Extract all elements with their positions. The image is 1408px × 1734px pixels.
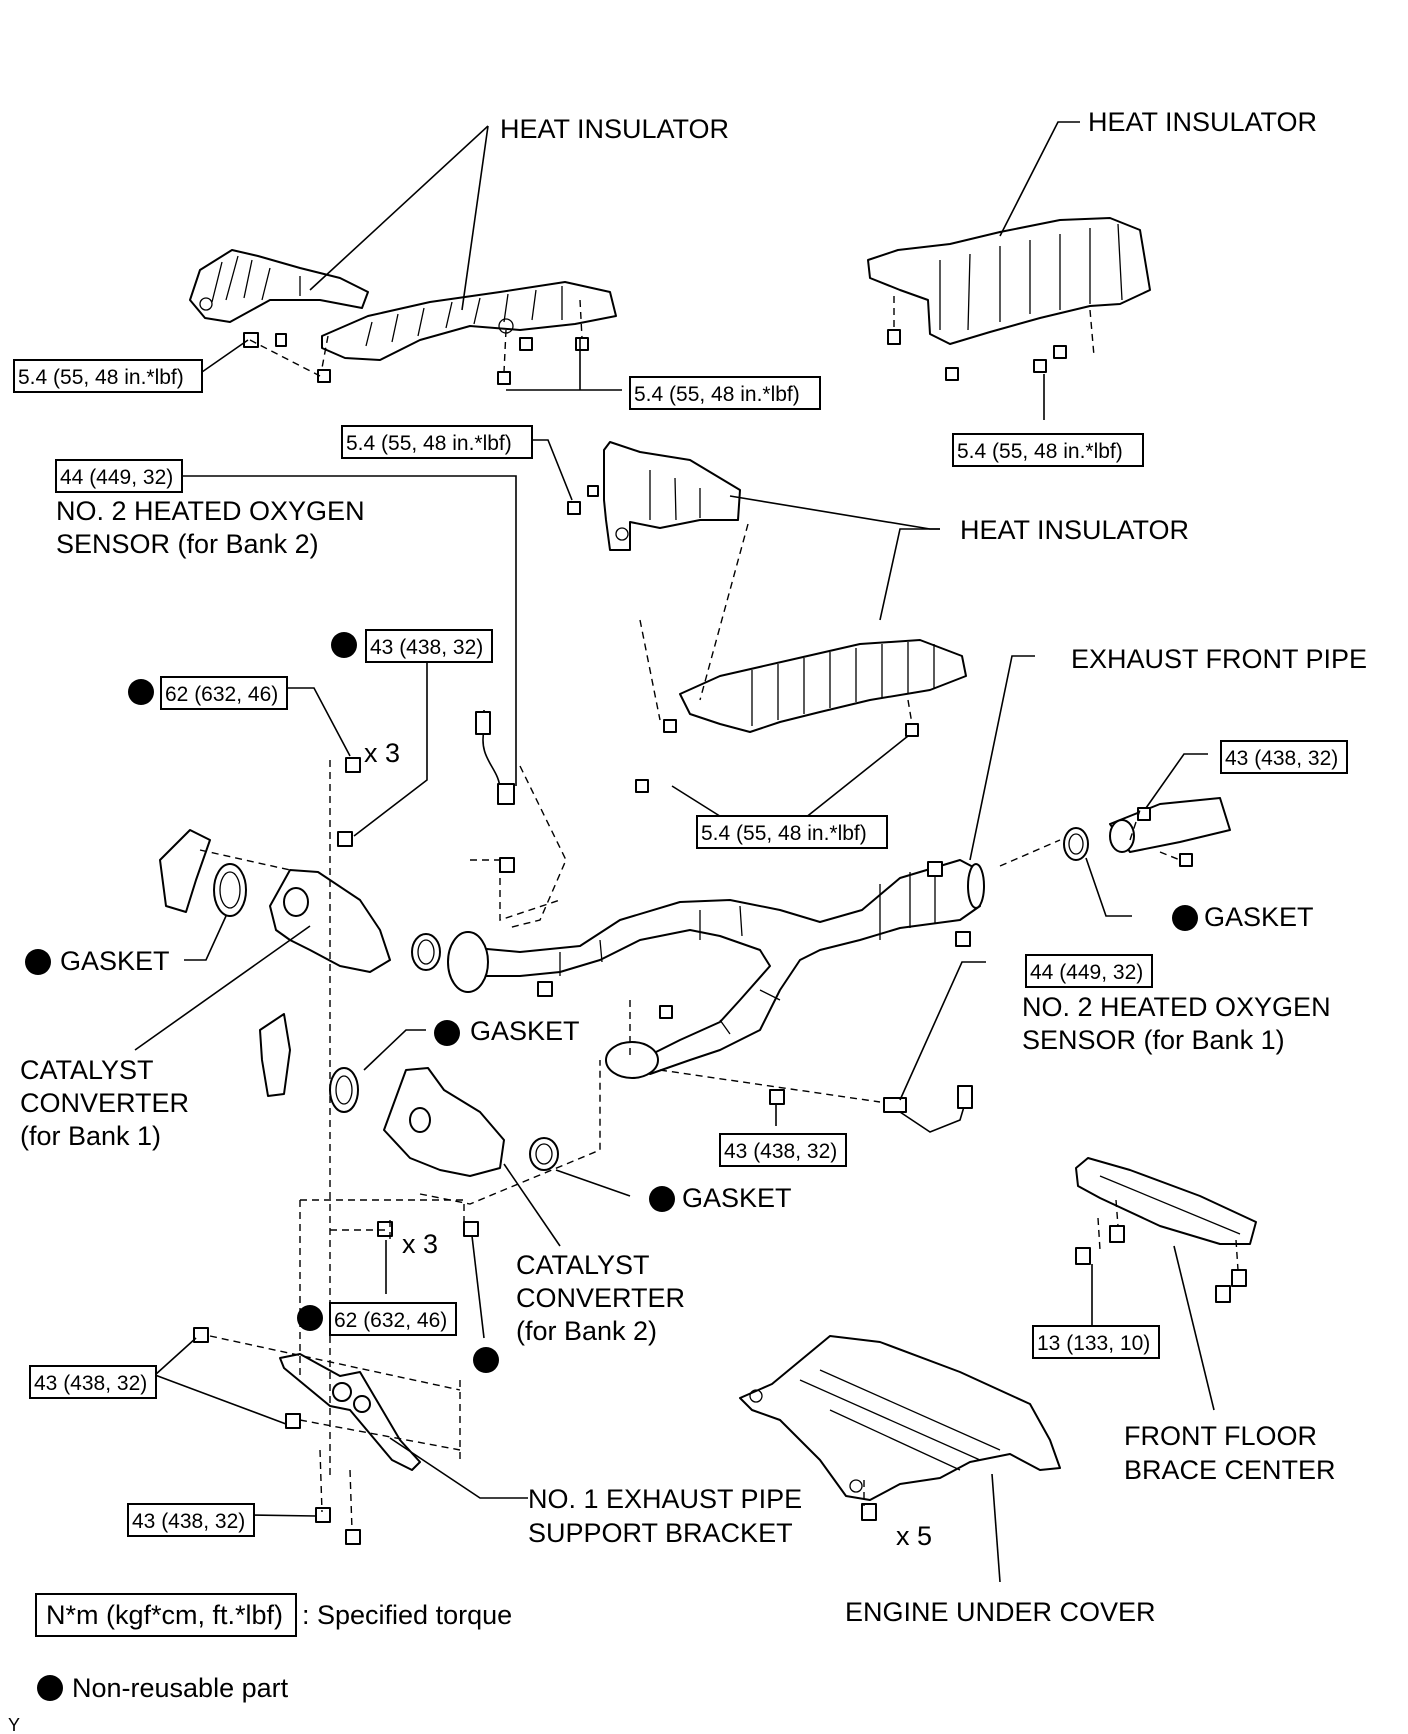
torque-t6: 44 (449, 32): [60, 466, 173, 489]
label-qty-x3-a: x 3: [364, 738, 400, 768]
torque-t10: 44 (449, 32): [1030, 961, 1143, 984]
label-catalyst-bank1-line1: CATALYST: [20, 1055, 154, 1085]
heat-insulator-long-drawing: [321, 281, 617, 361]
torque-t15: 43 (438, 32): [132, 1510, 245, 1533]
label-gasket-2: GASKET: [60, 946, 170, 976]
torque-t8: 62 (632, 46): [165, 683, 278, 706]
heat-insulator-small-left-drawing: [189, 249, 369, 323]
label-heat-insulator-3: HEAT INSULATOR: [960, 515, 1189, 545]
label-catalyst-bank2-line3: (for Bank 2): [516, 1316, 657, 1346]
label-catalyst-bank2-line2: CONVERTER: [516, 1283, 685, 1313]
nonreusable-markers: [25, 905, 1198, 1373]
torque-t1: 5.4 (55, 48 in.*lbf): [18, 366, 184, 389]
heat-insulator-top-right-drawing: [867, 217, 1151, 345]
legend-torque-desc: : Specified torque: [302, 1600, 512, 1630]
label-heat-insulator-1: HEAT INSULATOR: [500, 114, 729, 144]
torque-t13: 62 (632, 46): [334, 1309, 447, 1332]
exhaust-manifold-drawing: [159, 829, 291, 1097]
label-qty-x3-b: x 3: [402, 1229, 438, 1259]
bolts-and-nuts: [193, 329, 1247, 1545]
engine-under-cover-drawing: [739, 1335, 1061, 1501]
support-bracket-drawing: [279, 1353, 421, 1471]
torque-t3: 5.4 (55, 48 in.*lbf): [957, 440, 1123, 463]
label-o2-sensor-bank2-line1: NO. 2 HEATED OXYGEN: [56, 496, 365, 526]
label-qty-x5: x 5: [896, 1521, 932, 1551]
heat-insulator-middle-long-drawing: [679, 639, 967, 733]
label-front-floor-brace-line2: BRACE CENTER: [1124, 1455, 1336, 1485]
label-catalyst-bank1-line2: CONVERTER: [20, 1088, 189, 1118]
label-gasket-1: GASKET: [1204, 902, 1314, 932]
torque-t12: 13 (133, 10): [1037, 1332, 1150, 1355]
label-heat-insulator-2: HEAT INSULATOR: [1088, 107, 1317, 137]
label-o2-sensor-bank1-line2: SENSOR (for Bank 1): [1022, 1025, 1285, 1055]
label-support-bracket-line1: NO. 1 EXHAUST PIPE: [528, 1484, 802, 1514]
torque-t2: 5.4 (55, 48 in.*lbf): [634, 383, 800, 406]
part-labels: HEAT INSULATOR HEAT INSULATOR HEAT INSUL…: [8, 107, 1367, 1734]
oxygen-sensor-bank1-drawing: [883, 1085, 973, 1133]
label-support-bracket-line2: SUPPORT BRACKET: [528, 1518, 793, 1548]
legend-torque-unit: N*m (kgf*cm, ft.*lbf): [46, 1600, 283, 1630]
oxygen-sensor-bank2-drawing: [475, 710, 515, 805]
legend: N*m (kgf*cm, ft.*lbf) : Specified torque…: [35, 1593, 512, 1703]
label-exhaust-front-pipe: EXHAUST FRONT PIPE: [1071, 644, 1367, 674]
legend-nonreusable-desc: Non-reusable part: [72, 1673, 289, 1703]
torque-t4: 5.4 (55, 48 in.*lbf): [346, 432, 512, 455]
label-gasket-4: GASKET: [682, 1183, 792, 1213]
torque-specs: 5.4 (55, 48 in.*lbf) 5.4 (55, 48 in.*lbf…: [13, 359, 1348, 1537]
torque-t9: 43 (438, 32): [1225, 747, 1338, 770]
label-o2-sensor-bank1-line1: NO. 2 HEATED OXYGEN: [1022, 992, 1331, 1022]
torque-t5: 5.4 (55, 48 in.*lbf): [701, 822, 867, 845]
catalyst-converter-bank2-drawing: [383, 1067, 505, 1177]
torque-t14: 43 (438, 32): [34, 1372, 147, 1395]
label-catalyst-bank1-line3: (for Bank 1): [20, 1121, 161, 1151]
heat-insulator-middle-small-drawing: [603, 441, 741, 551]
label-gasket-3: GASKET: [470, 1016, 580, 1046]
label-o2-sensor-bank2-line2: SENSOR (for Bank 2): [56, 529, 319, 559]
gasket-rings-drawing: [213, 827, 1089, 1171]
alignment-dashed-lines: [199, 296, 1239, 1531]
label-engine-under-cover: ENGINE UNDER COVER: [845, 1597, 1156, 1627]
torque-t7: 43 (438, 32): [370, 636, 483, 659]
corner-mark: Y: [8, 1715, 20, 1734]
front-floor-brace-drawing: [1075, 1157, 1257, 1245]
leader-lines: [134, 121, 1215, 1583]
rear-pipe-drawing: [1109, 797, 1231, 853]
label-catalyst-bank2-line1: CATALYST: [516, 1250, 650, 1280]
exhaust-front-pipe-drawing: [447, 859, 985, 1079]
torque-t11: 43 (438, 32): [724, 1140, 837, 1163]
label-front-floor-brace-line1: FRONT FLOOR: [1124, 1421, 1317, 1451]
